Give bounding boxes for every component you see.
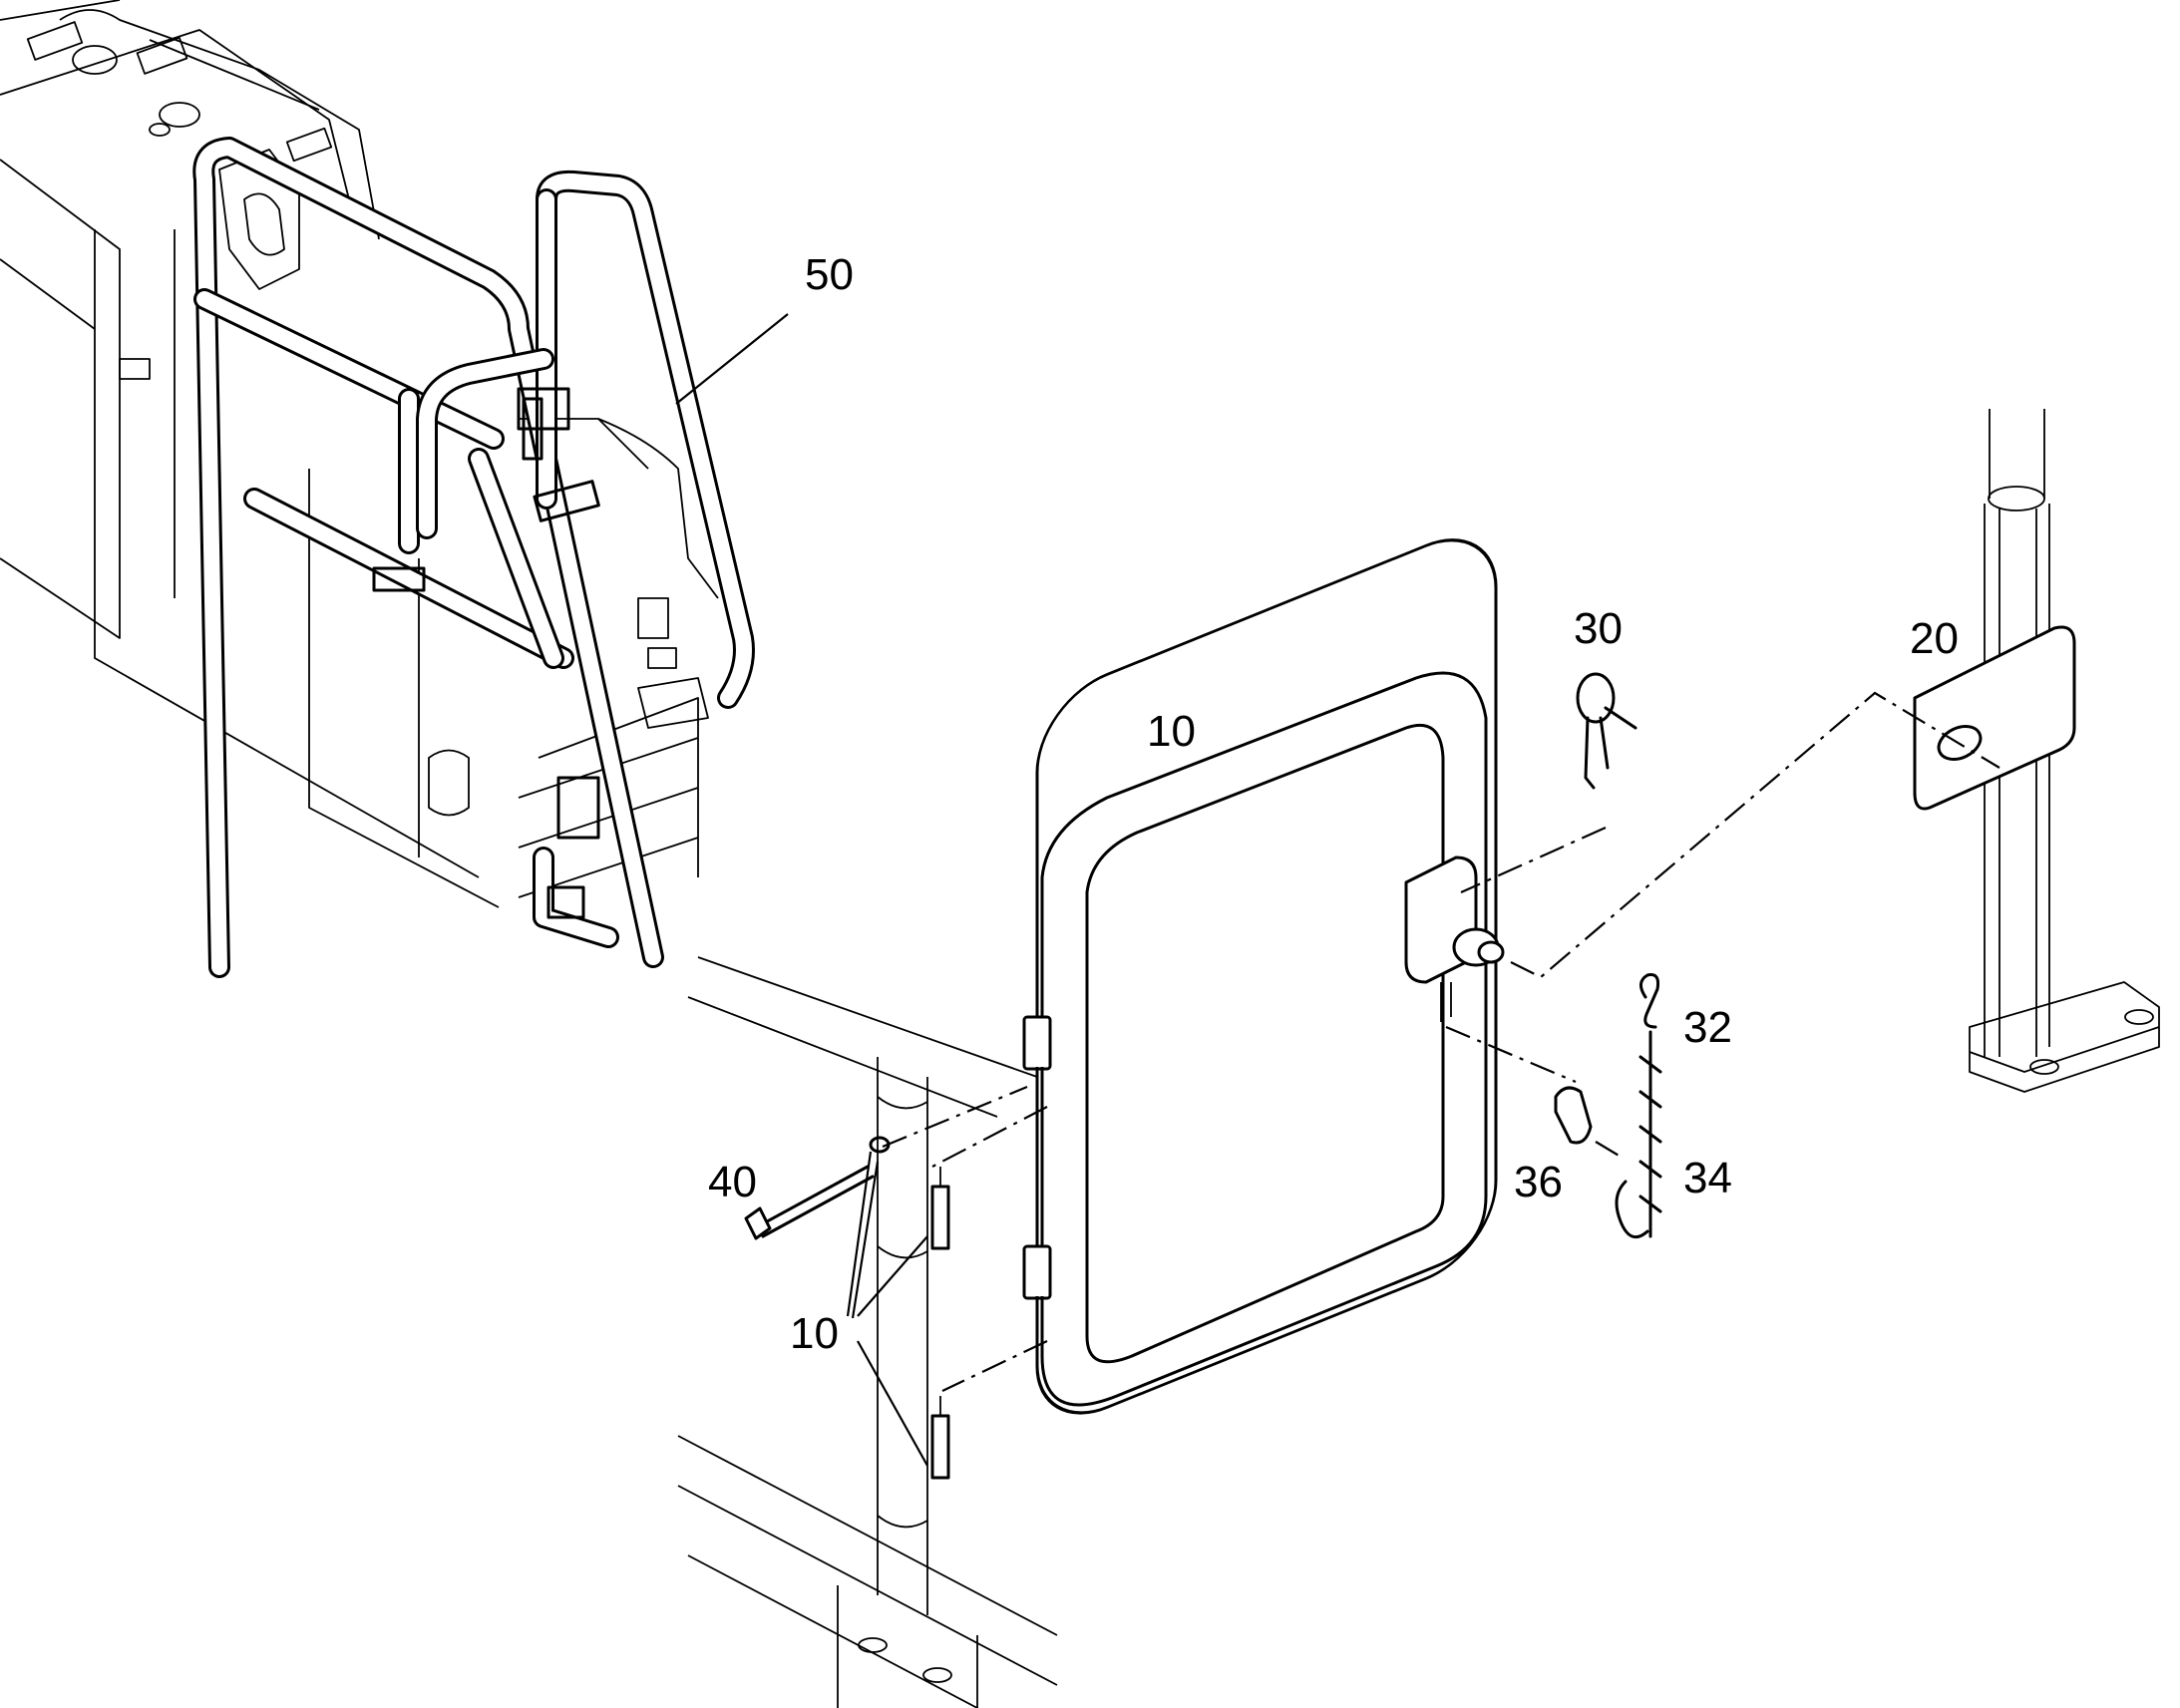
quick-link-36 bbox=[1554, 1086, 1593, 1145]
hinge-post bbox=[877, 1057, 950, 1615]
callout-30: 30 bbox=[1574, 604, 1623, 653]
leader-lines bbox=[675, 313, 928, 1467]
machine-body bbox=[0, 0, 719, 908]
callout-10-gate: 10 bbox=[1147, 707, 1196, 756]
callout-10-hinge: 10 bbox=[790, 1309, 839, 1358]
callout-20: 20 bbox=[1910, 614, 1959, 663]
assembly-lines bbox=[882, 691, 2000, 1392]
pin-30 bbox=[1576, 672, 1637, 790]
callout-34: 34 bbox=[1683, 1154, 1732, 1202]
s-hook-32 bbox=[1639, 973, 1659, 1029]
callout-40: 40 bbox=[708, 1158, 757, 1206]
callout-50: 50 bbox=[805, 250, 854, 299]
platform-deck bbox=[677, 956, 1058, 1708]
bolt-40 bbox=[744, 1136, 891, 1240]
handrail-assembly-50 bbox=[192, 137, 755, 978]
callout-36: 36 bbox=[1514, 1158, 1563, 1206]
chain-34 bbox=[1615, 1030, 1662, 1239]
gate-10 bbox=[1022, 538, 1505, 1415]
callout-32: 32 bbox=[1683, 1003, 1732, 1052]
receiver-post-20 bbox=[1913, 409, 2160, 1093]
